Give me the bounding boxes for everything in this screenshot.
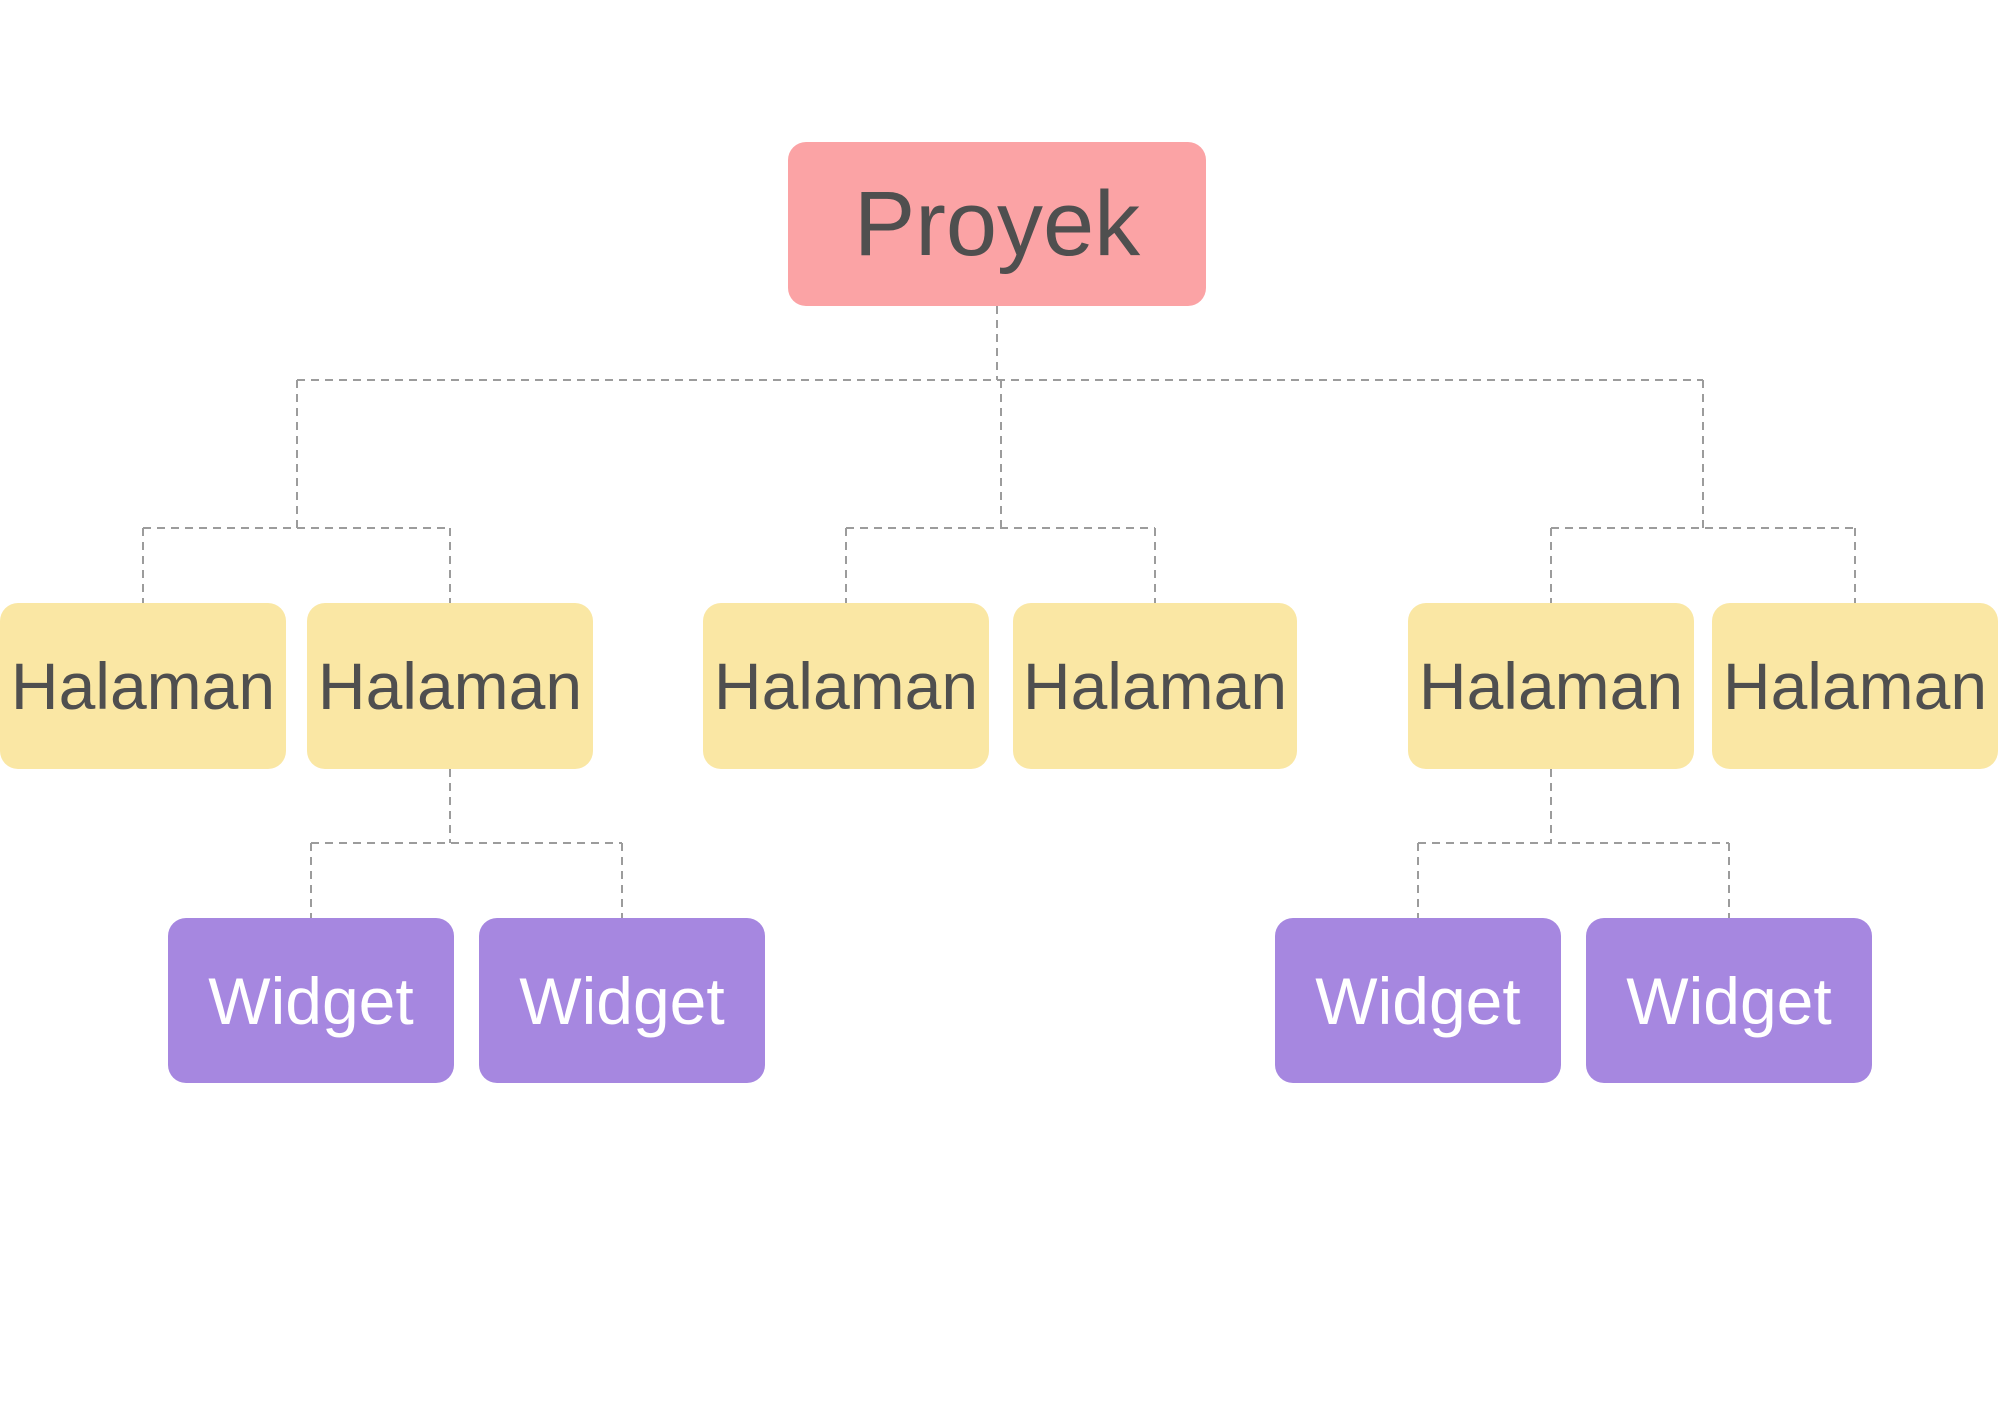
connector-line-vertical bbox=[845, 528, 847, 603]
connector-line-vertical bbox=[1854, 528, 1856, 603]
node-label-halaman-2: Halaman bbox=[317, 649, 583, 723]
connector-line-vertical bbox=[1550, 769, 1552, 843]
connector-line-vertical bbox=[449, 528, 451, 603]
node-label-proyek: Proyek bbox=[853, 173, 1141, 275]
connector-line-horizontal bbox=[846, 527, 1155, 529]
node-label-widget-4: Widget bbox=[1626, 963, 1832, 1038]
node-halaman-2[interactable]: Halaman bbox=[307, 603, 593, 769]
connector-line-horizontal bbox=[1418, 842, 1729, 844]
connector-line-vertical bbox=[142, 528, 144, 603]
node-halaman-6[interactable]: Halaman bbox=[1712, 603, 1998, 769]
connector-line-vertical bbox=[621, 843, 623, 918]
node-halaman-5[interactable]: Halaman bbox=[1408, 603, 1694, 769]
node-widget-2[interactable]: Widget bbox=[479, 918, 765, 1083]
connector-line-horizontal bbox=[296, 379, 1703, 381]
connector-line-vertical bbox=[999, 380, 1002, 528]
connector-line-vertical bbox=[1702, 380, 1704, 528]
node-halaman-1[interactable]: Halaman bbox=[0, 603, 286, 769]
node-label-widget-2: Widget bbox=[519, 963, 725, 1038]
node-label-halaman-5: Halaman bbox=[1418, 649, 1684, 723]
connector-line-horizontal bbox=[311, 842, 622, 844]
node-halaman-3[interactable]: Halaman bbox=[703, 603, 989, 769]
connector-line-vertical bbox=[1728, 843, 1730, 918]
node-label-halaman-6: Halaman bbox=[1722, 649, 1988, 723]
node-label-widget-3: Widget bbox=[1315, 963, 1521, 1038]
node-widget-3[interactable]: Widget bbox=[1275, 918, 1561, 1083]
node-label-halaman-1: Halaman bbox=[10, 649, 276, 723]
node-label-halaman-3: Halaman bbox=[713, 649, 979, 723]
connector-line-vertical bbox=[1417, 843, 1419, 918]
connector-line-vertical bbox=[996, 306, 998, 380]
connector-line-vertical bbox=[1550, 528, 1552, 603]
node-proyek[interactable]: Proyek bbox=[788, 142, 1206, 306]
connector-line-vertical bbox=[449, 769, 451, 843]
connector-line-horizontal bbox=[1551, 527, 1855, 529]
node-widget-4[interactable]: Widget bbox=[1586, 918, 1872, 1083]
connector-line-vertical bbox=[1154, 528, 1156, 603]
node-halaman-4[interactable]: Halaman bbox=[1013, 603, 1297, 769]
connector-line-vertical bbox=[310, 843, 312, 918]
connector-line-vertical bbox=[295, 380, 298, 528]
node-label-halaman-4: Halaman bbox=[1022, 649, 1288, 723]
connector-line-horizontal bbox=[143, 527, 450, 529]
node-widget-1[interactable]: Widget bbox=[168, 918, 454, 1083]
node-label-widget-1: Widget bbox=[208, 963, 414, 1038]
